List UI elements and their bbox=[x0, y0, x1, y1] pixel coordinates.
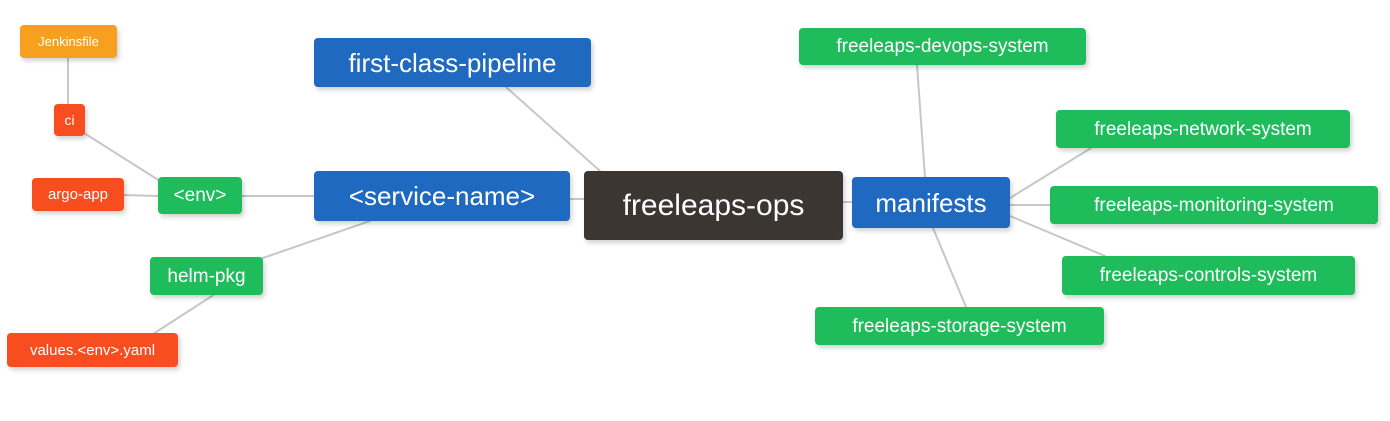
mindmap-node-argo-app[interactable]: argo-app bbox=[32, 178, 124, 211]
mindmap-node-helm-pkg[interactable]: helm-pkg bbox=[150, 257, 263, 295]
edge-helm-pkg-to-service-name bbox=[259, 220, 371, 260]
mindmap-node-jenkinsfile[interactable]: Jenkinsfile bbox=[20, 25, 117, 58]
mindmap-node-env[interactable]: <env> bbox=[158, 177, 242, 214]
edge-manifests-to-storage bbox=[932, 227, 967, 308]
mindmap-node-controls[interactable]: freeleaps-controls-system bbox=[1062, 256, 1355, 295]
mindmap-node-monitoring[interactable]: freeleaps-monitoring-system bbox=[1050, 186, 1378, 224]
mindmap-node-manifests[interactable]: manifests bbox=[852, 177, 1010, 228]
mindmap-node-root[interactable]: freeleaps-ops bbox=[584, 171, 843, 240]
mindmap-node-devops[interactable]: freeleaps-devops-system bbox=[799, 28, 1086, 65]
edge-pipeline-to-root bbox=[505, 86, 601, 172]
mindmap-node-pipeline[interactable]: first-class-pipeline bbox=[314, 38, 591, 87]
mindmap-node-ci[interactable]: ci bbox=[54, 104, 85, 136]
mindmap-node-service-name[interactable]: <service-name> bbox=[314, 171, 570, 221]
mindmap-node-values-yaml[interactable]: values.<env>.yaml bbox=[7, 333, 178, 367]
edge-values-yaml-to-helm-pkg bbox=[149, 293, 216, 337]
mindmap-node-network[interactable]: freeleaps-network-system bbox=[1056, 110, 1350, 148]
edge-ci-to-env bbox=[83, 132, 161, 182]
edge-manifests-to-devops bbox=[916, 64, 926, 178]
mindmap-node-storage[interactable]: freeleaps-storage-system bbox=[815, 307, 1104, 345]
edge-argo-app-to-env bbox=[123, 194, 159, 197]
